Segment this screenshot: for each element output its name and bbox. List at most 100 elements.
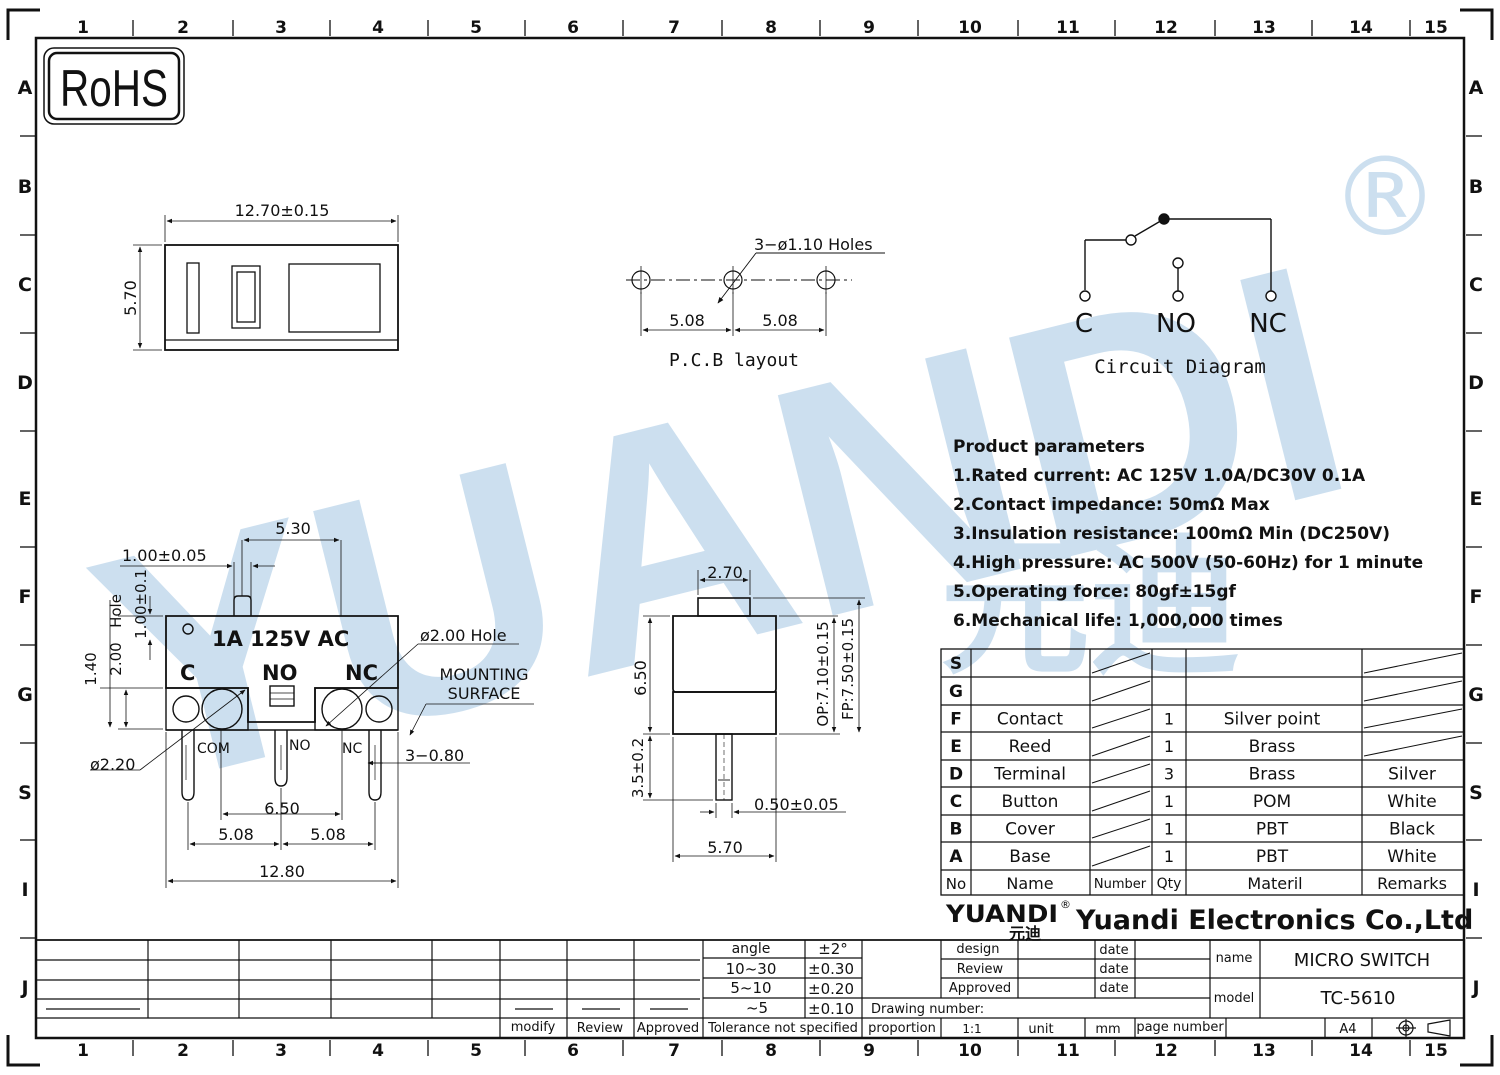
col-number-10-bottom: 10 [958,1041,982,1061]
tb-drawing-number: Drawing number: [871,1002,984,1017]
col-number-9-top: 9 [863,18,875,38]
rating-label: 1A 125V AC [212,627,349,651]
dim-5-08-a: 5.08 [218,825,254,844]
bom-material: POM [1253,792,1291,812]
col-number-14-bottom: 14 [1349,1041,1373,1061]
col-number-4-bottom: 4 [372,1041,384,1061]
tb-review-col: Review [577,1021,624,1036]
bom-no: C [950,792,962,812]
brand-registered: ® [1060,898,1071,911]
bom-remarks-slash [1363,680,1463,702]
col-number-12-bottom: 12 [1154,1041,1178,1061]
pcb-holes-label: 3−ø1.10 Holes [754,235,873,254]
circuit-no: NO [1156,309,1196,339]
bom-material: Brass [1249,737,1296,757]
row-letter-C-left: C [18,274,32,296]
tb-model-label: model [1214,991,1254,1006]
bom-number-slash [1091,735,1151,757]
bom-number-slash [1091,818,1151,839]
side-dim-2-70: 2.70 [707,563,743,582]
bom-row: S [950,654,962,674]
tb-tol-1: ±0.30 [808,960,854,978]
column-numbers: 1122334455667788991010111112121313141415… [77,18,1448,1061]
col-number-5-bottom: 5 [470,1041,482,1061]
side-dim-3-5: 3.5±0.2 [629,738,647,798]
tb-tolerance-note: Tolerance not specified [707,1021,858,1036]
front-nc: NC [345,661,378,685]
col-number-3-bottom: 3 [275,1041,287,1061]
bom-no: F [950,710,962,730]
bom-remarks-slash [1363,735,1463,757]
tb-range-2: 5~10 [730,979,771,997]
frame [6,8,1494,1067]
top-view [133,215,399,351]
parameter-6: 6.Mechanical life: 1,000,000 times [953,611,1283,631]
side-dim-0-50: 0.50±0.05 [754,795,839,814]
tb-modify: modify [511,1020,556,1035]
bom-no: D [949,765,963,785]
bom-material: Silver point [1224,710,1321,730]
tb-page-number: page number [1136,1020,1224,1035]
rohs-text: RoHS [60,60,168,118]
circuit-caption: Circuit Diagram [1094,356,1266,378]
mounting-1: MOUNTING [440,665,529,684]
col-number-7-bottom: 7 [668,1041,680,1061]
bom-qty: 1 [1164,737,1174,756]
bom-qty: 1 [1164,820,1174,839]
bom-no: S [950,654,962,674]
bom-no: E [950,737,962,757]
frame-ticks [20,20,1482,1056]
col-number-3-top: 3 [275,18,287,38]
row-letter-I-left: I [21,879,28,901]
col-number-15-top: 15 [1424,18,1448,38]
bom-qty: 1 [1164,847,1174,866]
parameter-3: 3.Insulation resistance: 100mΩ Min (DC25… [953,524,1390,544]
watermark-registered: ® [1330,133,1440,261]
tb-design: design [956,942,999,957]
title-block-lines [36,939,1464,1038]
front-no: NO [262,661,297,685]
bom-number-slash [1091,680,1151,702]
dim-2-20: ø2.20 [90,755,135,774]
side-op: OP:7.10±0.15 [814,621,832,726]
dim-5-30: 5.30 [275,519,311,538]
col-number-2-bottom: 2 [177,1041,189,1061]
col-number-5-top: 5 [470,18,482,38]
bom-number-slash [1091,708,1151,729]
col-number-13-bottom: 13 [1252,1041,1276,1061]
col-number-11-top: 11 [1056,18,1080,38]
bom-remarks: White [1387,792,1436,812]
dim-2-00: 2.00 [107,642,125,675]
bom-remarks: Silver [1388,765,1436,785]
row-letter-D-left: D [17,372,33,394]
circuit-nc: NC [1249,309,1287,339]
bom-no: B [950,820,963,840]
bom-no: G [949,682,963,702]
bom-row: G [949,682,963,702]
col-number-13-top: 13 [1252,18,1276,38]
parameter-2: 2.Contact impedance: 50mΩ Max [953,495,1270,515]
col-number-8-bottom: 8 [765,1041,777,1061]
dim-5-08-b: 5.08 [310,825,346,844]
bom-name: Contact [997,710,1063,730]
bom-no: A [949,847,963,867]
col-number-11-bottom: 11 [1056,1041,1080,1061]
row-letter-G-right: G [1468,684,1484,706]
bom-number-slash [1091,790,1151,812]
col-number-4-top: 4 [372,18,384,38]
hole-2-00: ø2.00 Hole [420,626,507,645]
bom-name: Base [1009,847,1050,867]
col-number-9-bottom: 9 [863,1041,875,1061]
tb-date-3: date [1099,981,1128,996]
mounting-2: SURFACE [448,684,521,703]
dim-6-50: 6.50 [264,799,300,818]
bom-header-no: No [946,875,966,893]
front-c: C [180,661,195,685]
side-dim-5-70: 5.70 [707,838,743,857]
col-number-6-top: 6 [567,18,579,38]
